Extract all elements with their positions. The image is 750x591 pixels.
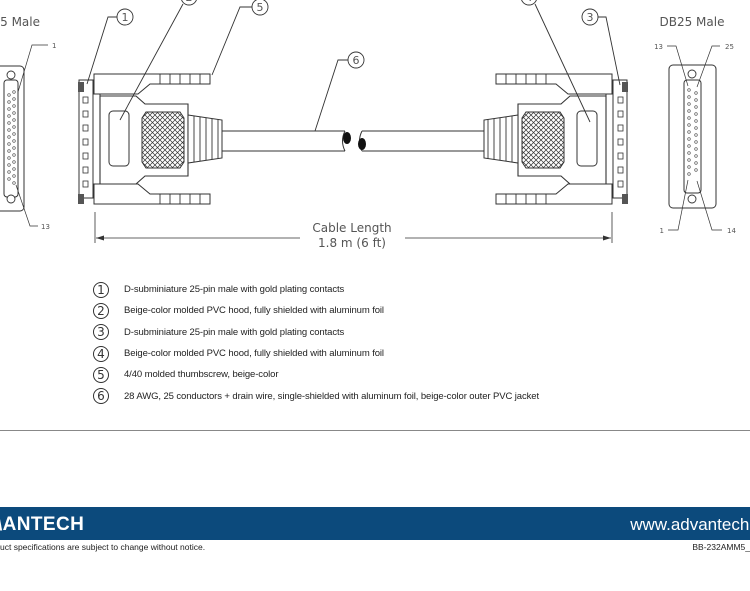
legend-number: 3 [93, 324, 109, 341]
legend-text: D-subminiature 25-pin male with gold pla… [124, 326, 345, 338]
left-front-view: DB25 Male 1 13 [0, 15, 56, 231]
brand-logo: \ANTECH [0, 514, 85, 535]
right-front-view: DB25 Male 13 25 1 14 [654, 15, 736, 235]
footer-bar: \ANTECH www.advantech. [0, 507, 750, 540]
right-pin-label-1: 1 [660, 227, 664, 235]
legend-number: 2 [93, 302, 109, 319]
left-connector [78, 73, 223, 205]
callouts [86, 0, 621, 132]
callout-5: 5 [257, 1, 264, 14]
callout-numbers: 1 2 5 6 4 3 [122, 0, 594, 67]
cable-length-label: Cable Length [312, 221, 391, 235]
callout-6: 6 [353, 54, 360, 67]
section-divider [0, 430, 750, 431]
cable-drawing: DB25 Male 1 13 [0, 0, 750, 250]
legend-text: Beige-color molded PVC hood, fully shiel… [124, 305, 384, 317]
legend-text: 4/40 molded thumbscrew, beige-color [124, 369, 279, 381]
legend-item: 3 D-subminiature 25-pin male with gold p… [93, 322, 733, 343]
legend-text: 28 AWG, 25 conductors + drain wire, sing… [124, 390, 539, 402]
right-pin-label-13: 13 [654, 43, 663, 51]
cable [222, 130, 484, 152]
legend-item: 5 4/40 molded thumbscrew, beige-color [93, 364, 733, 385]
legend-item: 2 Beige-color molded PVC hood, fully shi… [93, 300, 733, 321]
right-pin-label-25: 25 [725, 43, 734, 51]
cable-length-value: 1.8 m (6 ft) [318, 236, 386, 250]
legend-number: 6 [93, 388, 109, 405]
callout-3: 3 [587, 11, 594, 24]
right-pin-label-14: 14 [727, 227, 736, 235]
left-pin-label-bottom: 13 [41, 223, 50, 231]
callout-4: 4 [526, 0, 533, 4]
legend-number: 4 [93, 345, 109, 362]
cable-length-dimension [94, 212, 613, 243]
legend-item: 4 Beige-color molded PVC hood, fully shi… [93, 343, 733, 364]
legend-item: 1 D-subminiature 25-pin male with gold p… [93, 279, 733, 300]
left-pin-label-top: 1 [52, 42, 56, 50]
callout-2: 2 [186, 0, 193, 4]
legend-text: Beige-color molded PVC hood, fully shiel… [124, 348, 384, 360]
website-link[interactable]: www.advantech. [630, 515, 750, 534]
right-view-title: DB25 Male [660, 15, 725, 29]
document-id: BB-232AMM5_ [692, 542, 750, 552]
parts-legend: 1 D-subminiature 25-pin male with gold p… [93, 279, 733, 407]
callout-1: 1 [122, 11, 129, 24]
legend-number: 5 [93, 366, 109, 383]
left-view-title: DB25 Male [0, 15, 40, 29]
legend-text: D-subminiature 25-pin male with gold pla… [124, 284, 345, 296]
legend-item: 6 28 AWG, 25 conductors + drain wire, si… [93, 385, 733, 406]
disclaimer-text: uct specifications are subject to change… [0, 542, 206, 552]
right-connector [483, 73, 628, 205]
legend-number: 1 [93, 281, 109, 298]
